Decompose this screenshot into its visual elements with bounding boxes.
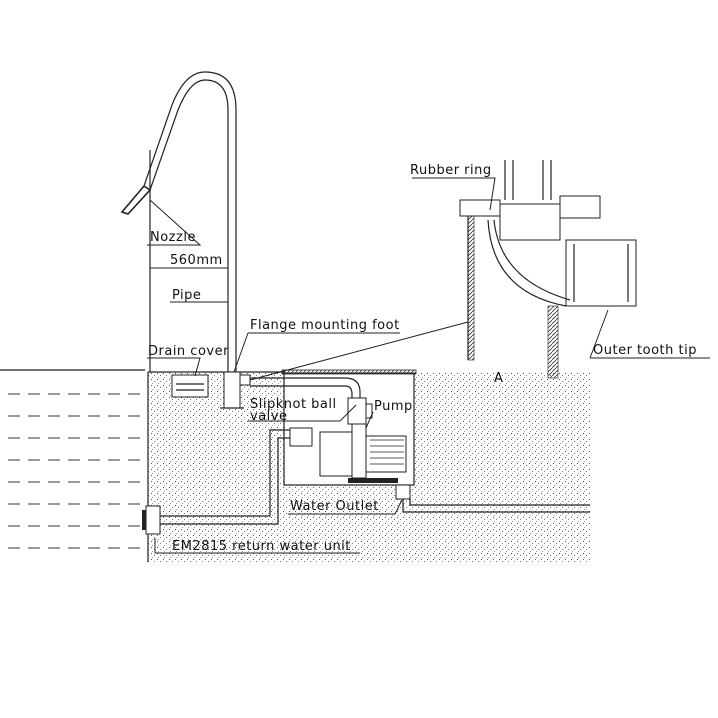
label-return-unit: EM2815 return water unit [172, 539, 351, 554]
leader-lines [147, 177, 710, 554]
flange-mounting-foot [220, 371, 251, 409]
label-slipknot-ball-valve: Slipknot ball [250, 397, 337, 412]
label-dimension: 560mm [170, 253, 223, 268]
nozzle [120, 184, 152, 215]
pool-water [0, 369, 145, 549]
pump [319, 423, 407, 483]
return-water-unit [142, 505, 161, 535]
detail-a [459, 160, 637, 379]
water-outlet [395, 484, 590, 513]
label-outer-tooth-tip: Outer tooth tip [593, 343, 697, 358]
label-pipe: Pipe [172, 288, 201, 303]
label-pump: Pump [374, 399, 413, 414]
label-detail-a: A [494, 371, 503, 386]
label-rubber-ring: Rubber ring [410, 163, 492, 178]
label-flange-mounting-foot: Flange mounting foot [250, 318, 400, 333]
label-drain-cover: Drain cover [148, 344, 229, 359]
label-slipknot-ball-valve-2: valve [250, 409, 287, 424]
label-nozzle: Nozzle [150, 230, 196, 245]
pipe [120, 71, 237, 372]
label-water-outlet: Water Outlet [290, 499, 379, 514]
drain-cover [171, 374, 209, 398]
